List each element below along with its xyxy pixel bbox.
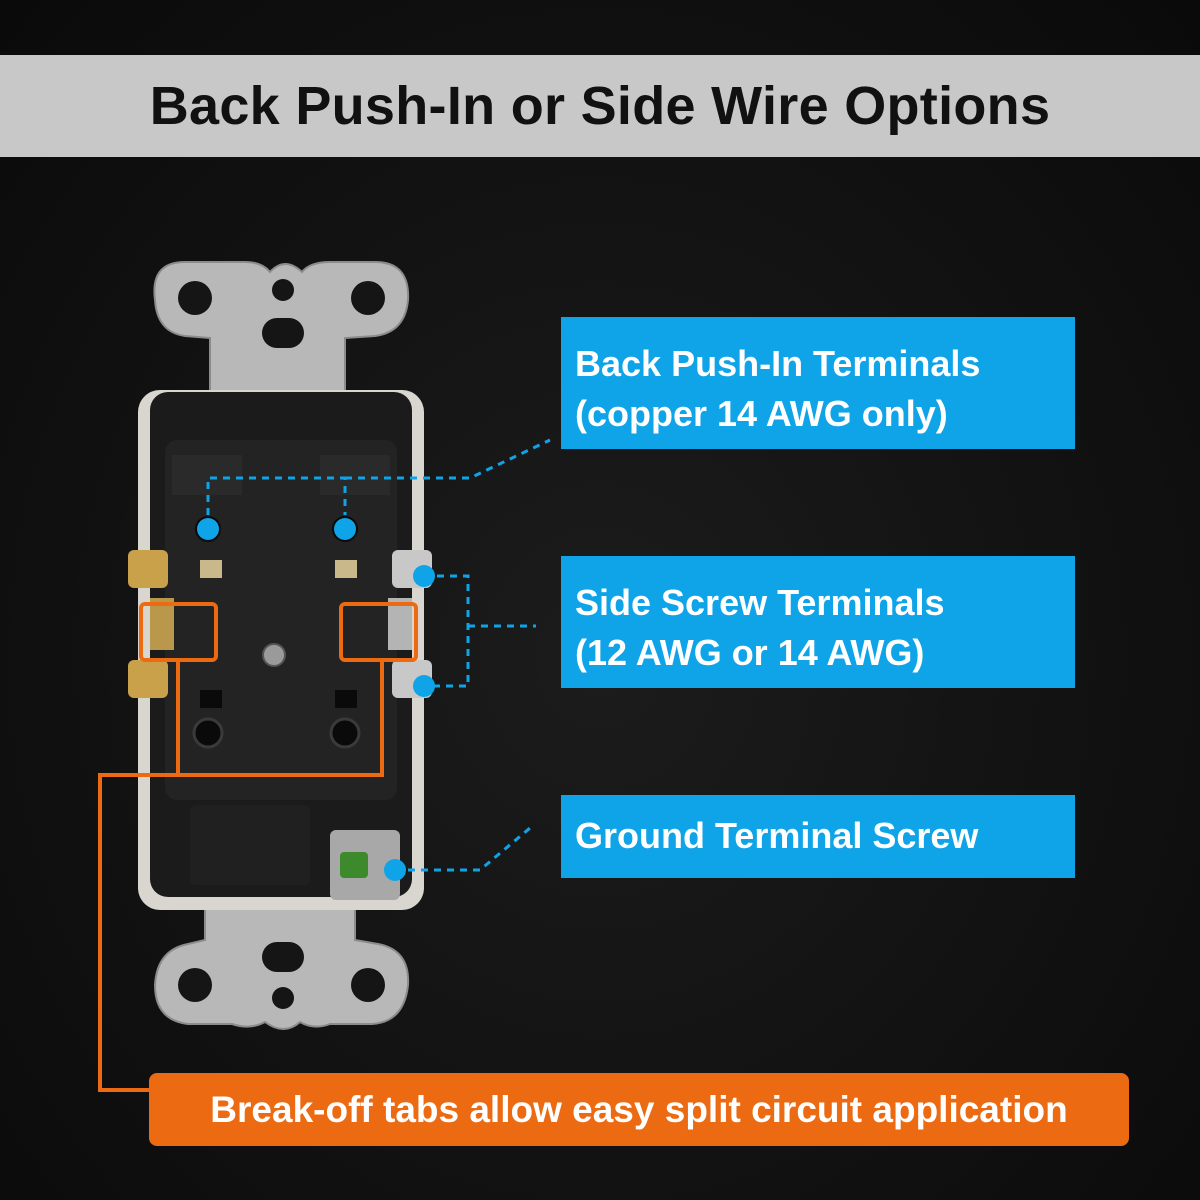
- left-brass-screws: [128, 550, 174, 698]
- callout-side-screw-line2: (12 AWG or 14 AWG): [575, 632, 925, 673]
- callout-side-screw: Side Screw Terminals (12 AWG or 14 AWG): [561, 556, 1075, 688]
- callout-ground-line1: Ground Terminal Screw: [575, 815, 979, 856]
- top-mounting-strap: [153, 261, 410, 396]
- callout-side-screw-line1: Side Screw Terminals: [575, 582, 945, 623]
- ground-screw: [330, 830, 400, 900]
- callout-back-push-in-line2: (copper 14 AWG only): [575, 393, 948, 434]
- break-off-tabs-banner: Break-off tabs allow easy split circuit …: [149, 1073, 1129, 1146]
- page-title: Back Push-In or Side Wire Options: [149, 76, 1051, 136]
- center-rivet: [262, 643, 286, 667]
- title-bar: Back Push-In or Side Wire Options: [0, 55, 1200, 157]
- callout-ground: Ground Terminal Screw: [561, 795, 1075, 878]
- break-off-tab-highlights: [98, 602, 418, 1092]
- blue-marker-dots: [197, 518, 435, 881]
- bottom-mounting-strap: [153, 904, 410, 1030]
- callout-back-push-in: Back Push-In Terminals (copper 14 AWG on…: [561, 317, 1075, 449]
- blue-leader-lines: [206, 438, 551, 872]
- back-body: [150, 392, 412, 897]
- callout-back-push-in-line1: Back Push-In Terminals: [575, 343, 981, 384]
